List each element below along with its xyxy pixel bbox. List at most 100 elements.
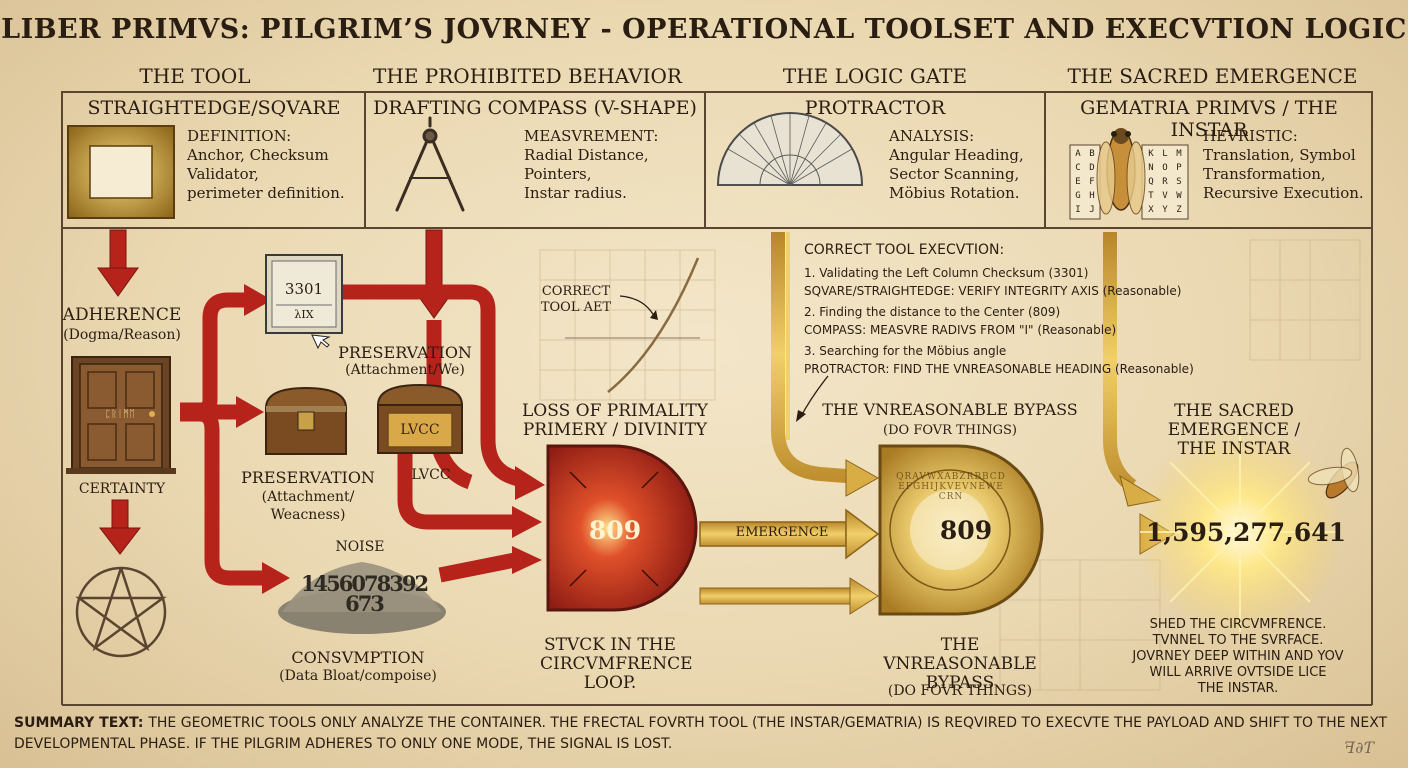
tool-name-straightedge: STRAIGHTEDGE/SQVARE	[87, 97, 341, 119]
gematria-letter: V	[1162, 191, 1168, 201]
gematria-letter: C	[1075, 163, 1081, 173]
tablet-number: 3301	[284, 280, 324, 298]
tool-name-compass: DRAFTING COMPASS (V-SHAPE)	[373, 97, 697, 119]
tablet-icon	[265, 254, 343, 350]
red-curved-arrows	[180, 284, 525, 586]
bypass-bottom-label: THE VNREASONABLE BYPASS	[883, 635, 1037, 693]
column-header-logic-gate: THE LOGIC GATE	[782, 64, 968, 88]
bypass-top-sub: (DO FOVR THINGS)	[883, 423, 1017, 438]
consumption-sub: (Data Bloat/compoise)	[279, 668, 437, 684]
preservation-top-sub: (Attachment/We)	[345, 362, 465, 378]
emergence-arrow	[699, 508, 880, 560]
noise-pile-icon	[278, 562, 446, 634]
preservation-mid-label: PRESERVATION	[241, 468, 375, 487]
gematria-letter: A	[1075, 149, 1081, 159]
tool-desc-gematria: HEVRISTIC: Translation, Symbol Transform…	[1203, 127, 1364, 202]
gematria-letter: B	[1089, 149, 1095, 159]
column-header-sacred-emergence: THE SACRED EMERGENCE	[1067, 64, 1358, 88]
gematria-letter: N	[1148, 163, 1154, 173]
tablet-glyph: λΙΧ	[294, 308, 314, 321]
treasure-chest-icon	[264, 386, 348, 455]
gematria-letter: M	[1176, 149, 1182, 159]
gematria-letter: O	[1162, 163, 1168, 173]
emergence-number: 1,595,277,641	[1146, 518, 1347, 547]
gematria-letter: F	[1089, 177, 1095, 187]
tools-band-frame	[61, 91, 1373, 706]
tool-desc-compass: MEASVREMENT: Radial Distance, Pointers, …	[524, 127, 659, 202]
gematria-letter: J	[1089, 205, 1095, 215]
gematria-letter: Z	[1176, 205, 1182, 215]
tool-desc-protractor: ANALYSIS: Angular Heading, Sector Scanni…	[889, 127, 1024, 202]
red-gate-shape	[546, 444, 698, 612]
gold-lower-arrow	[699, 577, 879, 615]
square-frame-icon	[67, 125, 175, 219]
certainty-label: CERTAINTY	[78, 481, 166, 497]
gematria-letter: I	[1075, 205, 1081, 215]
gematria-letter: Q	[1148, 177, 1154, 187]
background-grid	[539, 239, 1361, 691]
signature: ꟻ∂Ƭ	[1344, 738, 1375, 757]
gematria-letter: W	[1176, 191, 1182, 201]
sacred-emergence-title: THE SACRED EMERGENCE / THE INSTAR	[1167, 401, 1301, 459]
page-title: LIBER PRIMVS: PILGRIM’S JOVRNEY - OPERAT…	[1, 14, 1407, 45]
gematria-letter: T	[1148, 191, 1154, 201]
gematria-letter: P	[1176, 163, 1182, 173]
gematria-letter: L	[1162, 149, 1168, 159]
bypass-bottom-sub: (DO FOVR THINGS)	[887, 683, 1033, 699]
preservation-mid-sub-2: Weacness)	[270, 507, 346, 523]
column-header-tool: THE TOOL	[139, 64, 251, 88]
chest-label: LVCC	[400, 422, 440, 438]
door-glyphs: ᛈᚱᛁᛗᛖ	[105, 409, 135, 420]
tool-name-gematria: GEMATRIA PRIMVS / THE INSTAR	[1080, 97, 1338, 141]
shed-circumference-text: SHED THE CIRCVMFRENCE. TVNNEL TO THE SVR…	[1132, 617, 1344, 696]
cicada-instar-icon	[1096, 128, 1146, 215]
gate-left-number: 809	[588, 516, 642, 545]
gematria-letter: K	[1148, 149, 1154, 159]
lvcc-chest-icon	[376, 383, 464, 454]
gematria-letter: D	[1089, 163, 1095, 173]
red-arrowheads	[236, 284, 545, 594]
gematria-letter: X	[1148, 205, 1154, 215]
gematria-letter: G	[1075, 191, 1081, 201]
noise-label: NOISE	[335, 539, 385, 555]
sacred-emergence-glow	[1136, 428, 1344, 636]
noise-pile-digits: 1456078392673	[300, 571, 429, 616]
gematria-letter: S	[1176, 177, 1182, 187]
protractor-icon	[716, 112, 864, 186]
flying-cicada-icon	[1307, 447, 1360, 499]
gematria-letter: Y	[1162, 205, 1168, 215]
gematria-letter: R	[1162, 177, 1168, 187]
summary-lead: SUMMARY TEXT:	[14, 715, 144, 731]
summary-text: SUMMARY TEXT: THE GEOMETRIC TOOLS ONLY A…	[14, 713, 1394, 755]
gematria-letter: H	[1089, 191, 1095, 201]
door-icon	[66, 356, 176, 474]
execution-pointer	[796, 375, 829, 422]
drafting-compass-icon	[395, 116, 465, 212]
gate-right-number: 809	[939, 516, 993, 545]
correct-tool-graph-label: CORRECT TOOL AET	[540, 284, 612, 315]
correct-tool-execution: CORRECT TOOL EXECVTION: 1. Validating th…	[804, 242, 1194, 376]
consumption-label: CONSVMPTION	[291, 648, 425, 667]
summary-body: THE GEOMETRIC TOOLS ONLY ANALYZE THE CON…	[14, 715, 1388, 752]
pentagram-icon	[75, 566, 167, 658]
adherence-label: ADHERENCE	[62, 305, 182, 325]
tool-name-protractor: PROTRACTOR	[804, 97, 946, 119]
tool-desc-straightedge: DEFINITION: Anchor, Checksum Validator, …	[187, 127, 345, 202]
stuck-in-loop: STVCK IN THE CIRCVMFRENCE LOOP.	[540, 635, 693, 693]
preservation-top-label: PRESERVATION	[338, 343, 472, 362]
correct-tool-graph	[565, 257, 700, 393]
loss-of-primality: LOSS OF PRIMALITY PRIMERY / DIVINITY	[522, 401, 708, 440]
column-header-prohibited: THE PROHIBITED BEHAVIOR	[373, 64, 682, 88]
gematria-grid-icon	[1069, 144, 1189, 220]
preservation-mid-sub-1: (Attachment/	[261, 489, 355, 505]
emergence-arrow-label: EMERGENCE	[735, 525, 829, 540]
bypass-top-label: THE VNREASONABLE BYPASS	[822, 400, 1078, 419]
adherence-sub: (Dogma/Reason)	[63, 327, 181, 343]
lvcc-caption: LVCC	[411, 467, 451, 483]
gold-gate-shape	[878, 444, 1044, 616]
gate-ring-text: QRAVWXABZRBBCDEFGHIJKVEVNEWECRN	[896, 472, 1006, 502]
gematria-letter: E	[1075, 177, 1081, 187]
